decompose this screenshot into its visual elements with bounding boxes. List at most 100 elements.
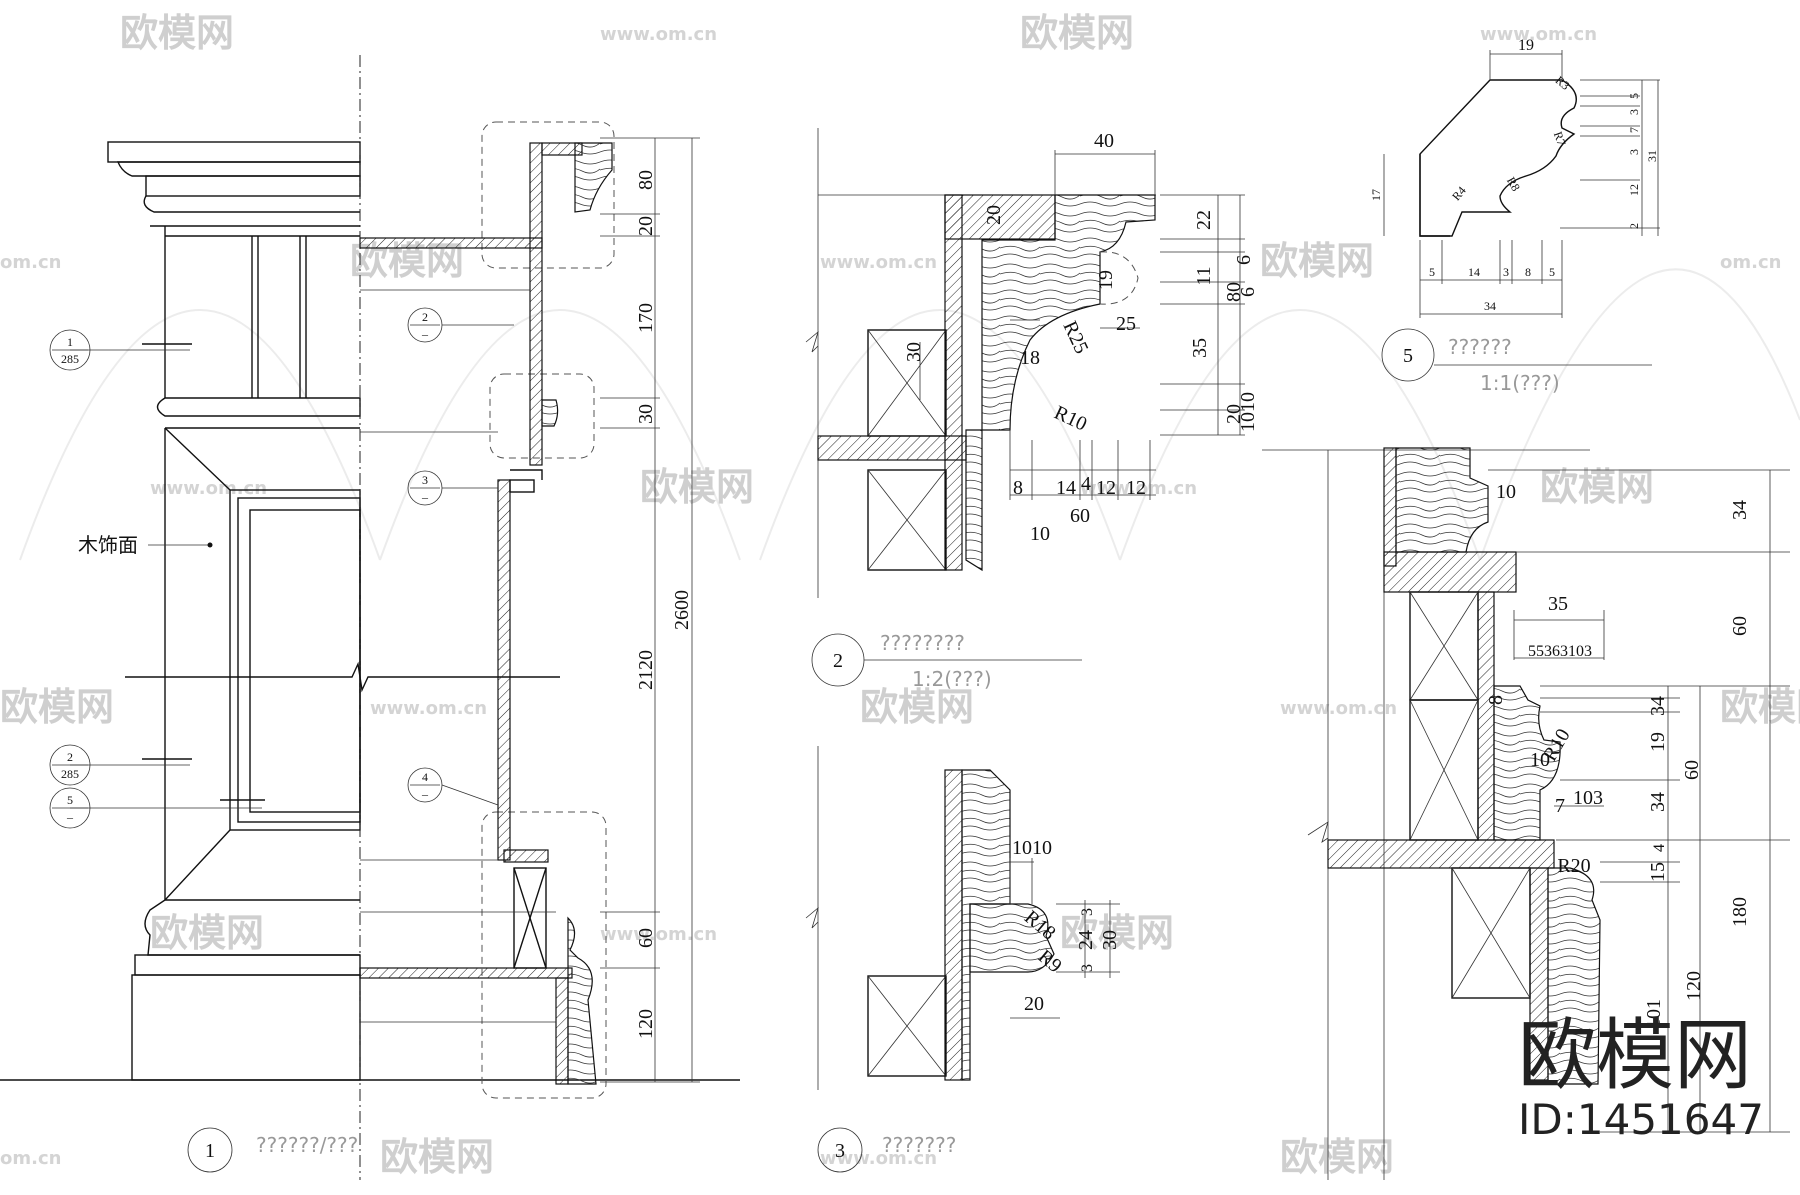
dim-34: 34 <box>1647 792 1669 812</box>
callout-2-sheet: 285 <box>61 767 79 781</box>
dim-chain-55363103: 55363103 <box>1528 643 1592 660</box>
detail-5: 19 R3 R7 R8 R4 17 5 3 7 3 12 2 31 5 14 3… <box>1369 37 1660 395</box>
dim-5: 5 <box>1627 93 1641 99</box>
watermark-brand: 欧模网 <box>1720 685 1800 729</box>
callout-5-sheet: – <box>66 810 74 824</box>
dim-35: 35 <box>1189 338 1211 358</box>
detail-5-title: ?????? <box>1448 335 1512 359</box>
dim-30: 30 <box>1099 930 1121 950</box>
dim-25: 25 <box>1116 313 1136 335</box>
dim-2120: 2120 <box>635 650 657 690</box>
dim-80: 80 <box>635 170 657 190</box>
detail-3-title: ??????? <box>882 1133 956 1157</box>
dim-5: 5 <box>1429 265 1435 279</box>
dim-1010: 1010 <box>1012 837 1052 859</box>
radius-R25: R25 <box>1058 318 1092 358</box>
watermark-url: www.om.cn <box>820 252 937 273</box>
dim-31: 31 <box>1645 150 1659 162</box>
dim-170: 170 <box>635 303 657 333</box>
dim-20: 20 <box>1223 404 1245 424</box>
dim-103: 103 <box>1573 787 1603 809</box>
dim-5: 5 <box>1549 265 1555 279</box>
dim-60: 60 <box>1070 505 1090 527</box>
dim-20: 20 <box>635 216 657 236</box>
watermark-url: www.om.cn <box>1080 478 1197 499</box>
dim-101: 101 <box>1643 999 1665 1029</box>
dim-35: 35 <box>1548 593 1568 615</box>
dim-2600: 2600 <box>671 590 693 630</box>
callout-1-number: 1 <box>67 335 73 349</box>
dim-22: 22 <box>1193 210 1215 230</box>
dim-4: 4 <box>1081 473 1091 495</box>
view-1-number: 1 <box>205 1140 215 1162</box>
watermark-brand: 欧模网 <box>1280 1135 1394 1179</box>
detail-2-title: ???????? <box>880 631 965 655</box>
brand-stamp: 欧模网 <box>1518 1011 1752 1101</box>
dim-14: 14 <box>1056 477 1076 499</box>
watermark-brand: 欧模网 <box>860 685 974 729</box>
dim-2: 2 <box>1627 223 1641 229</box>
callout-5-number: 5 <box>67 793 73 807</box>
watermark-brand: 欧模网 <box>640 465 754 509</box>
dim-8: 8 <box>1485 695 1507 705</box>
dim-12: 12 <box>1096 477 1116 499</box>
watermark-brand: 欧模网 <box>1020 11 1134 55</box>
view-1-title: ??????/??? <box>256 1133 358 1157</box>
dim-40: 40 <box>1094 130 1114 152</box>
detail-2-number: 2 <box>833 650 843 672</box>
watermark-brand: 欧模网 <box>120 11 234 55</box>
dim-6: 6 <box>1237 287 1259 297</box>
watermark-brand: 欧模网 <box>1540 465 1654 509</box>
section-view-1: 2 – 3 – 4 – 80 20 170 30 2120 2600 60 12… <box>187 121 700 1173</box>
dim-60: 60 <box>635 928 657 948</box>
detail-3: 1010 R18 R9 3 24 3 30 20 3 ??????? <box>805 746 1121 1173</box>
dim-24: 24 <box>1075 930 1097 950</box>
watermark-url: www.om.cn <box>600 24 717 45</box>
dim-34: 34 <box>1484 299 1496 313</box>
dim-7: 7 <box>1627 127 1641 133</box>
section-tag-4-number: 4 <box>422 770 428 784</box>
detail-4: 10 34 35 60 55363103 8 34 R10 19 10 60 1… <box>1262 447 1790 1180</box>
watermark-url: www.om.cn <box>820 1148 937 1169</box>
wood-face-label: 木饰面 <box>78 534 138 557</box>
callout-2-number: 2 <box>67 750 73 764</box>
dim-3: 3 <box>1079 908 1096 916</box>
dim-180: 180 <box>1729 897 1751 927</box>
dim-1010: 1010 <box>1237 392 1259 432</box>
watermark-short-url: om.cn <box>0 1148 61 1169</box>
dim-3: 3 <box>1627 109 1641 115</box>
callout-1-sheet: 285 <box>61 352 79 366</box>
detail-2: 40 20 22 6 11 19 80 6 25 R25 30 18 35 20… <box>805 128 1259 691</box>
dim-3: 3 <box>1503 265 1509 279</box>
watermark-layer: 欧模网 www.om.cn 欧模网 www.om.cn om.cn 欧模网 ww… <box>0 11 1800 1179</box>
radius-R7: R7 <box>1551 130 1569 148</box>
id-stamp: ID:1451647 <box>1518 1095 1764 1144</box>
detail-2-scale: 1:2(???) <box>912 667 992 691</box>
watermark-brand: 欧模网 <box>380 1135 494 1179</box>
dim-34: 34 <box>1729 500 1751 520</box>
dim-10: 10 <box>1030 523 1050 545</box>
dim-19: 19 <box>1647 732 1669 752</box>
section-tag-3-number: 3 <box>422 473 428 487</box>
dim-3: 3 <box>1627 149 1641 155</box>
dim-4: 4 <box>1651 844 1668 852</box>
dim-12: 12 <box>1627 184 1641 196</box>
section-tag-2-sheet: – <box>421 327 429 341</box>
dim-19: 19 <box>1095 270 1117 290</box>
dim-120: 120 <box>1683 971 1705 1001</box>
section-tag-2-number: 2 <box>422 310 428 324</box>
dim-19: 19 <box>1518 37 1534 54</box>
radius-R10: R10 <box>1051 402 1091 436</box>
detail-5-scale: 1:1(???) <box>1480 371 1560 395</box>
watermark-brand: 欧模网 <box>150 911 264 955</box>
dim-34: 34 <box>1647 696 1669 716</box>
dim-12: 12 <box>1126 477 1146 499</box>
watermark-url: www.om.cn <box>1280 698 1397 719</box>
detail-5-number: 5 <box>1403 345 1413 367</box>
dim-30: 30 <box>903 342 925 362</box>
watermark-brand: 欧模网 <box>1060 911 1174 955</box>
dim-20: 20 <box>983 205 1005 225</box>
dim-80: 80 <box>1223 282 1245 302</box>
